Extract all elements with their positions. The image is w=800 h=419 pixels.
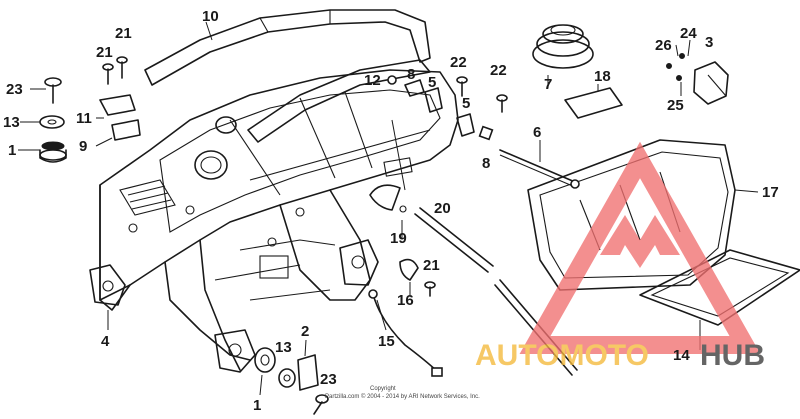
callout-7: 7 [544, 76, 552, 93]
callout-17: 17 [762, 184, 779, 201]
callout-22: 22 [490, 62, 507, 79]
callout-11: 11 [76, 110, 92, 127]
callout-21: 21 [115, 25, 132, 42]
caution-label [564, 87, 623, 119]
callout-16: 16 [397, 292, 414, 309]
callout-25: 25 [667, 97, 684, 114]
upper-fasteners [369, 75, 508, 213]
callout-5: 5 [428, 74, 436, 91]
watermark-brand-hub: HUB [700, 339, 765, 372]
callout-2: 2 [301, 323, 309, 340]
callout-6: 6 [533, 124, 541, 141]
callout-15: 15 [378, 333, 395, 350]
rubber-grommet [532, 24, 594, 69]
callout-1: 1 [8, 142, 16, 159]
callout-1: 1 [253, 397, 261, 414]
copyright-notice: Copyright Partzilla.com © 2004 - 2014 by… [325, 386, 480, 400]
callout-8: 8 [407, 66, 415, 83]
callout-23: 23 [320, 371, 337, 388]
callout-labels: 10 21 21 23 13 1 11 9 12 8 5 22 22 5 8 7… [3, 8, 779, 414]
watermark-logo: AUTOMOTO HUB [475, 141, 765, 372]
callout-20: 20 [434, 200, 451, 217]
callout-13: 13 [275, 339, 292, 356]
rear-fender-frame [89, 69, 459, 373]
callout-24: 24 [680, 25, 697, 42]
tray-rod [499, 149, 580, 189]
callout-9: 9 [79, 138, 87, 155]
callout-22: 22 [450, 54, 467, 71]
callout-4: 4 [101, 333, 110, 350]
grab-rail [144, 9, 431, 143]
watermark-inner-mark [600, 215, 680, 268]
copyright-line-2: Partzilla.com © 2004 - 2014 by ARI Netwo… [325, 393, 480, 400]
callout-23: 23 [6, 81, 23, 98]
callout-26: 26 [655, 37, 672, 54]
ground-wire [368, 289, 443, 377]
left-fasteners [39, 56, 141, 163]
lower-fasteners [254, 258, 436, 415]
callout-5: 5 [462, 95, 470, 112]
callout-8: 8 [482, 155, 490, 172]
watermark-brand-auto-moto: AUTOMOTO [475, 339, 649, 372]
callout-18: 18 [594, 68, 611, 85]
callout-12: 12 [364, 72, 381, 89]
watermark-triangle [519, 141, 761, 354]
callout-19: 19 [390, 230, 407, 247]
callout-3: 3 [705, 34, 713, 51]
copyright-line-1: Copyright [370, 386, 396, 392]
callout-10: 10 [202, 8, 219, 25]
callout-21: 21 [423, 257, 440, 274]
fuse-box [666, 53, 729, 105]
callout-21: 21 [96, 44, 113, 61]
callout-13: 13 [3, 114, 20, 131]
leader-lines [18, 21, 759, 396]
callout-14: 14 [673, 347, 690, 364]
